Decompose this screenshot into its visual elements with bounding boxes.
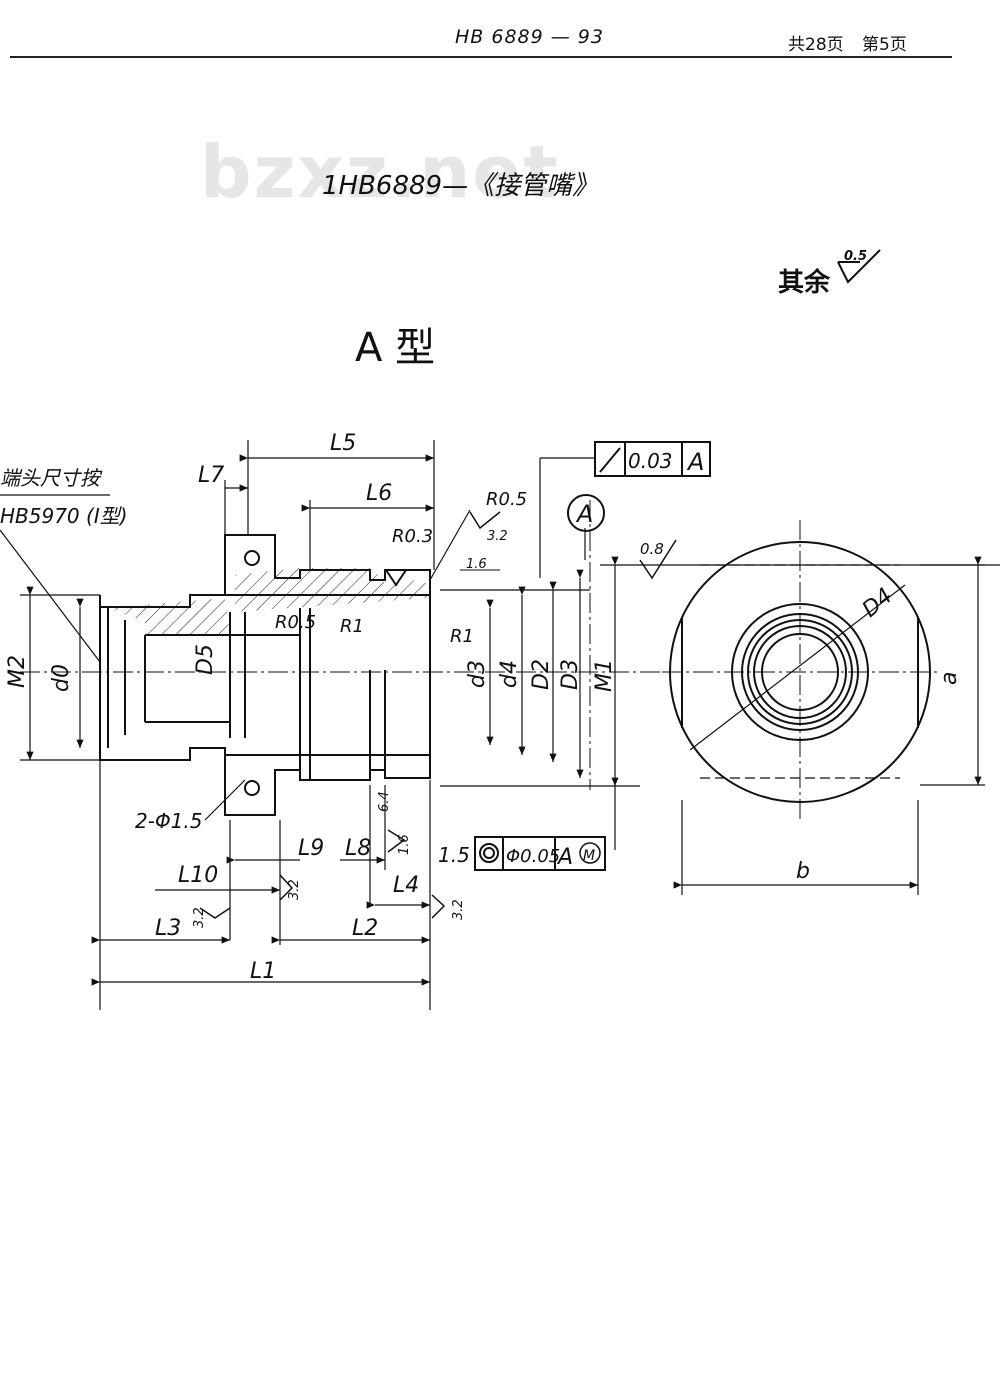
dim-L7: L7 [198, 463, 224, 488]
datum-bubble [567, 494, 605, 532]
radius-r05-top: R0.5 [486, 489, 527, 510]
concentricity-icon [479, 843, 499, 863]
position-value: Φ0.05 [506, 846, 560, 867]
dim-L6: L6 [366, 481, 392, 506]
dim-L10: L10 [178, 863, 218, 888]
dim-D3: D3 [558, 659, 583, 690]
note-line-1: 端头尺寸按 [0, 466, 103, 490]
radius-r03: R0.3 [392, 526, 433, 547]
dim-L9: L9 [298, 836, 324, 861]
roughness-0-8: 0.8 [640, 540, 664, 558]
position-prefix: 1.5 [438, 843, 470, 867]
page-number: 第5页 [862, 35, 907, 55]
roughness-3-2-b: 3.2 [192, 907, 207, 928]
roughness-symbols: 3.2 1.6 0.8 6.4 1.6 3.2 3.2 3.2 [192, 511, 677, 928]
roughness-3-2-c: 3.2 [451, 899, 466, 920]
dim-L5: L5 [330, 431, 356, 456]
dim-M2: M2 [5, 655, 30, 688]
center-lines [20, 500, 940, 820]
section-hatching [110, 568, 428, 635]
technical-drawing: 0.03 A 1.5 Φ0.05 A M A L5 L7 L6 L1 L2 L3… [0, 431, 1000, 1010]
radius-r05-inner: R0.5 [275, 612, 316, 633]
header-rule [10, 56, 952, 58]
watermark: bzxz.net [200, 130, 560, 214]
dim-L8: L8 [345, 836, 371, 861]
dim-D5: D5 [193, 644, 218, 675]
roughness-1-6-mid: 1.6 [397, 834, 412, 855]
type-label: A 型 [355, 325, 436, 371]
page-header: HB 6889 — 93 共28页 第5页 [0, 0, 1000, 60]
dimension-lines [0, 454, 985, 986]
dim-L1: L1 [250, 959, 276, 984]
roughness-0-8-icon [639, 539, 677, 580]
note-line-2: HB5970 (Ⅰ型) [0, 504, 128, 528]
end-view [669, 541, 931, 803]
holes-label: 2-Φ1.5 [135, 809, 203, 833]
runout-datum: A [686, 448, 704, 476]
roughness-symbol-icon: 0.5 [837, 249, 881, 284]
dim-a: a [937, 672, 962, 685]
position-modifier: M [583, 848, 595, 864]
dim-d3: d3 [465, 660, 490, 688]
dim-L2: L2 [352, 916, 378, 941]
roughness-6-4: 6.4 [377, 791, 392, 812]
dim-d4: d4 [497, 660, 522, 688]
roughness-1-6-top: 1.6 [466, 557, 487, 572]
end-note: 端头尺寸按 HB5970 (Ⅰ型) [0, 466, 128, 528]
radius-r1-b: R1 [450, 626, 474, 647]
dimension-labels: L5 L7 L6 L1 L2 L3 L4 L8 L9 L10 M2 d0 D5 … [5, 431, 962, 984]
dim-d0: d0 [49, 664, 74, 692]
surface-roughness-rest: 其余 0.5 [778, 249, 881, 299]
roughness-3-2-top: 3.2 [487, 529, 508, 544]
runout-icon [599, 447, 621, 473]
dim-L4: L4 [393, 873, 419, 898]
feature-control-frames: 0.03 A 1.5 Φ0.05 A M A [438, 441, 711, 871]
position-datum: A [556, 845, 573, 870]
radius-labels: R0.5 R0.3 R0.5 R1 R1 2-Φ1.5 [135, 489, 527, 833]
datum-label: A [575, 500, 593, 528]
document-title: 1HB6889—《接管嘴》 [322, 171, 599, 201]
dim-b: b [796, 859, 810, 884]
runout-value: 0.03 [628, 449, 673, 473]
dim-M1: M1 [592, 659, 617, 692]
standard-code: HB 6889 — 93 [455, 26, 604, 48]
rest-value: 0.5 [844, 249, 867, 264]
roughness-3-2-a: 3.2 [287, 879, 302, 900]
dim-L3: L3 [155, 916, 181, 941]
total-pages: 共28页 [788, 35, 844, 55]
rest-label-text: 其余 [778, 268, 831, 298]
radius-r1-a: R1 [340, 616, 364, 637]
dim-D2: D2 [529, 659, 554, 690]
